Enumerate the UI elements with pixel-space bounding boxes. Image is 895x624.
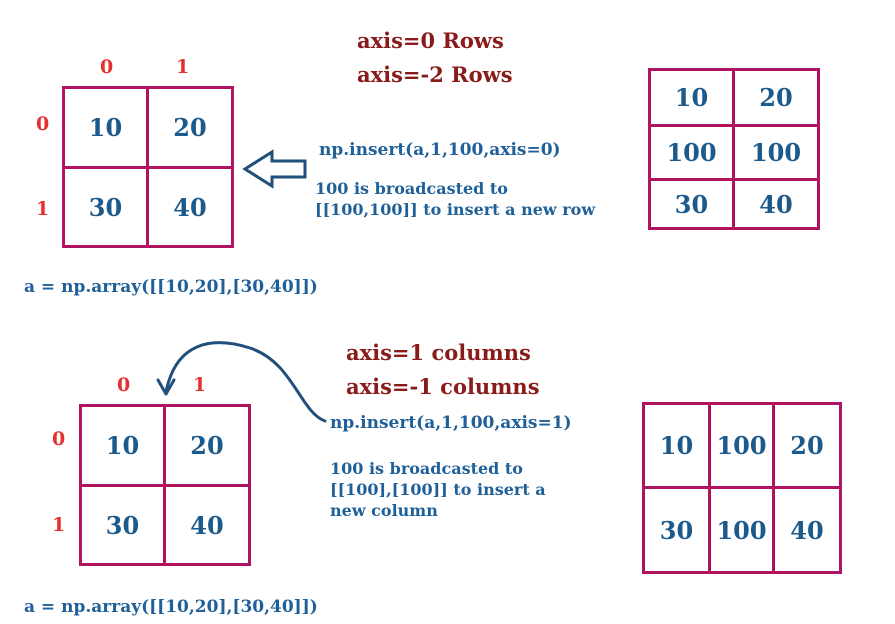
array-cell: 30 <box>65 169 149 245</box>
array-cell: 30 <box>82 487 166 563</box>
bottom-col-index: 1 <box>193 374 207 396</box>
note-line: [[100],[100]] to insert a <box>330 480 546 499</box>
bottom-axis-line: axis=1 columns <box>346 340 531 365</box>
array-cell: 20 <box>166 407 248 487</box>
array-cell: 20 <box>775 405 839 489</box>
array-cell: 40 <box>759 189 793 219</box>
array-cell: 40 <box>173 192 207 222</box>
top-broadcast-note: 100 is broadcasted to [[100,100]] to ins… <box>315 178 595 220</box>
array-cell: 100 <box>651 127 735 181</box>
array-cell: 10 <box>645 405 711 489</box>
top-col-index: 1 <box>176 56 190 78</box>
top-col-index: 0 <box>100 56 114 78</box>
bottom-col-index: 0 <box>117 374 131 396</box>
note-line: 100 is broadcasted to <box>315 179 508 198</box>
top-source-code: a = np.array([[10,20],[30,40]]) <box>24 277 318 297</box>
bottom-row-index: 0 <box>52 428 66 450</box>
bottom-row-index: 1 <box>52 514 66 536</box>
bottom-result-array: 10 100 20 30 100 40 <box>642 402 842 574</box>
array-cell: 100 <box>711 489 775 571</box>
top-source-array: 10 20 30 40 <box>62 86 234 248</box>
bottom-broadcast-note: 100 is broadcasted to [[100],[100]] to i… <box>330 458 546 521</box>
array-cell: 10 <box>651 71 735 127</box>
top-axis-line: axis=0 Rows <box>357 28 504 53</box>
array-cell: 100 <box>735 127 817 181</box>
top-row-index: 1 <box>36 198 50 220</box>
top-insert-call: np.insert(a,1,100,axis=0) <box>319 140 561 160</box>
bottom-insert-call: np.insert(a,1,100,axis=1) <box>330 413 572 433</box>
curved-arrow-icon <box>156 341 327 423</box>
top-row-index: 0 <box>36 113 50 135</box>
bottom-axis-line: axis=-1 columns <box>346 374 540 399</box>
array-cell: 30 <box>645 489 711 571</box>
array-cell: 100 <box>711 405 775 489</box>
array-cell: 10 <box>65 89 149 169</box>
note-line: [[100,100]] to insert a new row <box>315 200 596 219</box>
array-cell: 40 <box>190 510 224 540</box>
note-line: new column <box>330 501 438 520</box>
array-cell: 20 <box>149 89 231 169</box>
bottom-source-code: a = np.array([[10,20],[30,40]]) <box>24 597 318 617</box>
array-cell: 20 <box>735 71 817 127</box>
array-cell: 10 <box>82 407 166 487</box>
top-result-array: 10 20 100 100 30 40 <box>648 68 820 230</box>
left-arrow-icon <box>242 149 307 189</box>
top-axis-line: axis=-2 Rows <box>357 62 513 87</box>
bottom-axis-labels: axis=1 columns axis=-1 columns <box>346 336 540 404</box>
array-cell: 30 <box>651 181 735 227</box>
bottom-source-array: 10 20 30 40 <box>79 404 251 566</box>
top-axis-labels: axis=0 Rows axis=-2 Rows <box>357 24 513 92</box>
note-line: 100 is broadcasted to <box>330 459 523 478</box>
array-cell: 40 <box>790 515 824 545</box>
